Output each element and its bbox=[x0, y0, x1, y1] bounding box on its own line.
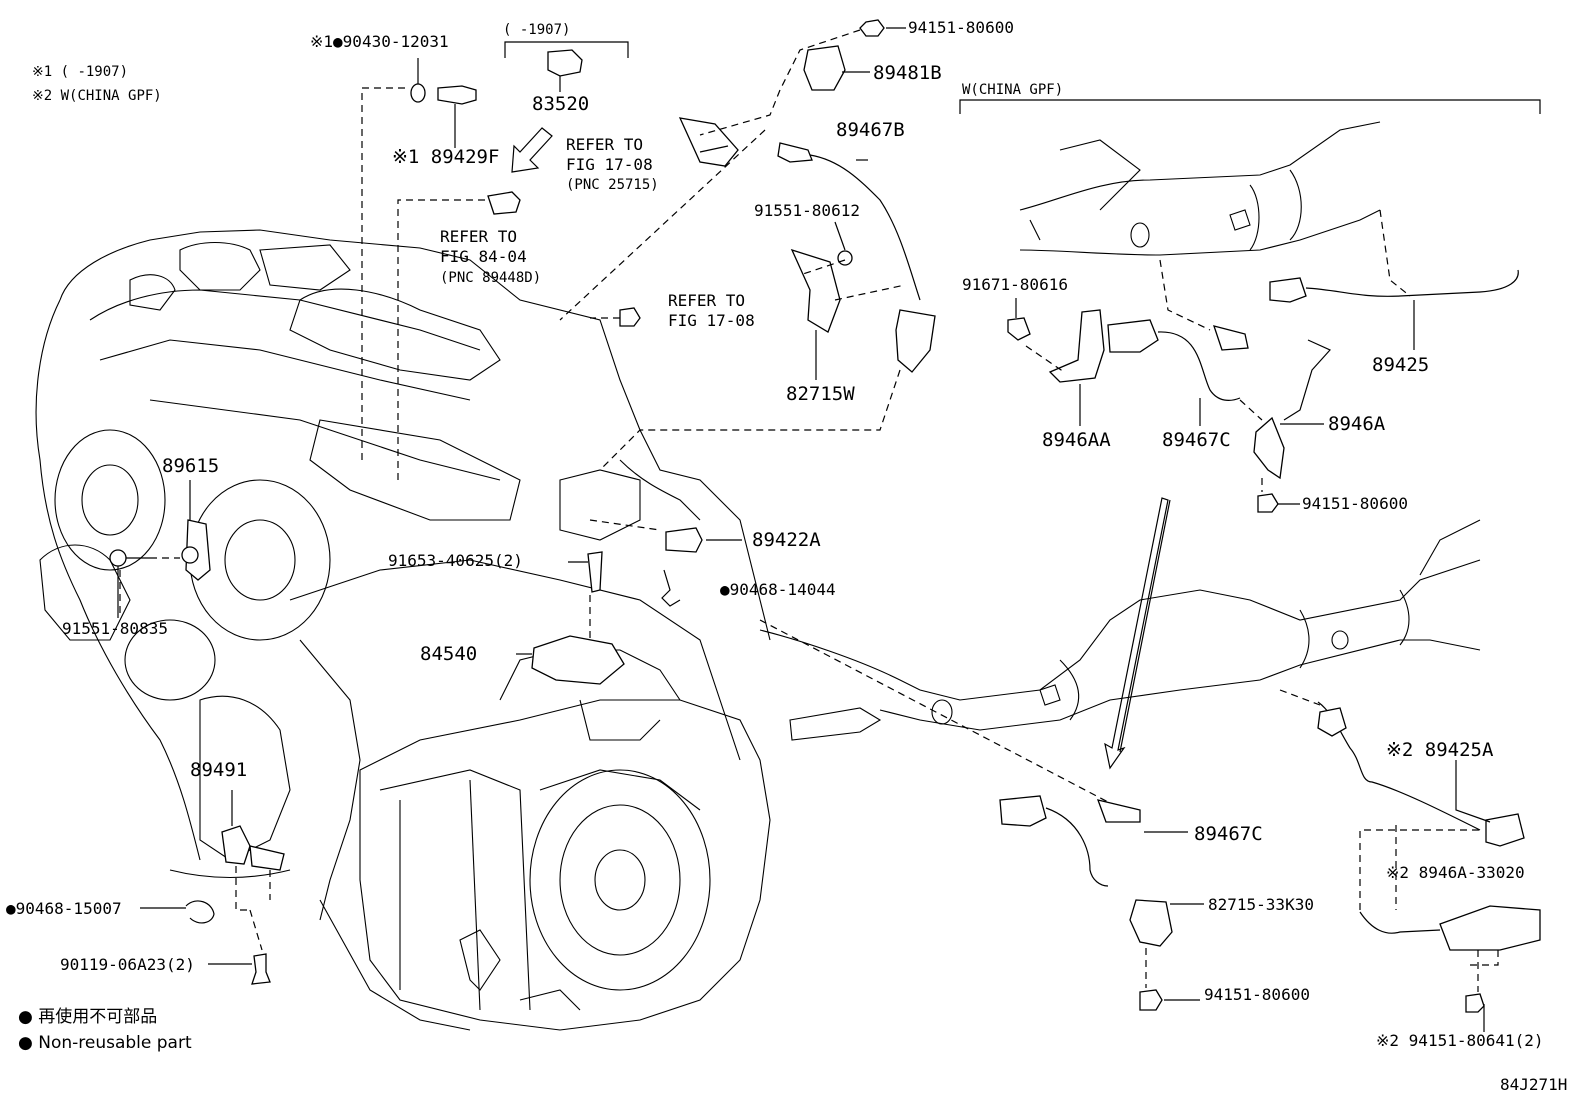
exhaust-pipe-lower bbox=[759, 519, 1481, 731]
legend-line-en: ● Non-reusable part bbox=[18, 1033, 192, 1053]
legend-line-jp: ● 再使用不可部品 bbox=[18, 1006, 157, 1027]
range-brackets bbox=[504, 41, 1541, 114]
sensor-89481B-icon bbox=[803, 45, 846, 91]
note-2: ※2 W(CHINA GPF) bbox=[32, 88, 162, 104]
bolt-91671-icon bbox=[1007, 317, 1031, 341]
label-8946AA[interactable]: 8946AA bbox=[1042, 429, 1111, 451]
sensor-89467C-upper-icon bbox=[1107, 319, 1159, 353]
label-82715-33K30[interactable]: 82715-33K30 bbox=[1208, 895, 1314, 914]
ref-fig-84-04-line1[interactable]: REFER TO bbox=[440, 227, 517, 246]
label-89467B[interactable]: 89467B bbox=[836, 119, 905, 141]
solid-leader-lines bbox=[117, 27, 1491, 1032]
label-89425[interactable]: 89425 bbox=[1372, 354, 1429, 376]
reference-labels: REFER TO FIG 17-08 (PNC 25715) REFER TO … bbox=[440, 135, 755, 330]
bolt-90119-icon bbox=[251, 953, 271, 985]
engine-transaxle-illustration bbox=[35, 229, 882, 1031]
direction-arrows bbox=[511, 127, 1171, 770]
bracket-33K30-icon bbox=[1129, 899, 1173, 947]
label-90468-14044[interactable]: ●90468-14044 bbox=[720, 580, 836, 599]
ref-fig-17-08-b-line2[interactable]: FIG 17-08 bbox=[668, 311, 755, 330]
ref-fig-84-04-line2[interactable]: FIG 84-04 bbox=[440, 247, 527, 266]
sensor-89429F-icon bbox=[437, 85, 477, 105]
clip-icon bbox=[661, 569, 681, 607]
bolt-80641-icon bbox=[1465, 993, 1485, 1013]
nut-icon bbox=[859, 19, 885, 37]
bolt-80835-icon bbox=[109, 549, 127, 567]
label-89467C-lower[interactable]: 89467C bbox=[1194, 823, 1263, 845]
sensor-89425-icon bbox=[1269, 277, 1307, 303]
switch-83520-icon bbox=[547, 49, 583, 77]
sensor-89425A-icon bbox=[1317, 707, 1347, 737]
label-94151-80600-mid[interactable]: 94151-80600 bbox=[1302, 494, 1408, 513]
label-94151-80600-bot[interactable]: 94151-80600 bbox=[1204, 985, 1310, 1004]
label-90468-15007[interactable]: ●90468-15007 bbox=[6, 899, 122, 918]
bracket-82715W-icon bbox=[790, 248, 841, 333]
bracket-33020-icon bbox=[1439, 905, 1541, 951]
ref-fig-17-08-line2[interactable]: FIG 17-08 bbox=[566, 155, 653, 174]
clip-15007-icon bbox=[185, 900, 215, 924]
label-90430-12031[interactable]: ※1●90430-12031 bbox=[310, 32, 449, 51]
label-91551-80835[interactable]: 91551-80835 bbox=[62, 619, 168, 638]
sensor-89467B-icon bbox=[777, 142, 813, 163]
label-83520[interactable]: 83520 bbox=[532, 93, 589, 115]
label-84540[interactable]: 84540 bbox=[420, 643, 477, 665]
label-94151-80641[interactable]: ※2 94151-80641(2) bbox=[1376, 1031, 1544, 1050]
nut-bot-icon bbox=[1139, 989, 1163, 1011]
arrow-down-left-icon bbox=[511, 127, 553, 173]
label-91653-40625[interactable]: 91653-40625(2) bbox=[388, 551, 523, 570]
ref-fig-17-08-line1[interactable]: REFER TO bbox=[566, 135, 643, 154]
sensor-89467C-lower-icon bbox=[999, 795, 1047, 827]
nut-mid-icon bbox=[1257, 493, 1279, 513]
china-gpf-label: W(CHINA GPF) bbox=[962, 82, 1063, 98]
bracket-8946AA-icon bbox=[1048, 309, 1105, 383]
switch-84540-icon bbox=[531, 635, 625, 685]
note-1: ※1 ( -1907) bbox=[32, 64, 128, 80]
bracket-8946A-icon bbox=[1253, 416, 1285, 480]
label-94151-80600-top[interactable]: 94151-80600 bbox=[908, 18, 1014, 37]
diagram-id: 84J271H bbox=[1500, 1075, 1567, 1094]
label-89422A[interactable]: 89422A bbox=[752, 529, 821, 551]
sensor-89422A-icon bbox=[665, 527, 703, 553]
label-91671-80616[interactable]: 91671-80616 bbox=[962, 275, 1068, 294]
ref-fig-17-08-b-line1[interactable]: REFER TO bbox=[668, 291, 745, 310]
ref-fig-17-08-line3: (PNC 25715) bbox=[566, 177, 659, 193]
label-89429F[interactable]: ※1 89429F bbox=[392, 146, 499, 168]
label-91551-80612[interactable]: 91551-80612 bbox=[754, 201, 860, 220]
label-89615[interactable]: 89615 bbox=[162, 455, 219, 477]
part-number-labels: ※1●90430-12031 ※1 89429F 83520 94151-806… bbox=[6, 18, 1544, 1050]
bolt-91653-icon bbox=[587, 551, 603, 593]
bracket-icon bbox=[678, 117, 739, 167]
label-90119-06A23[interactable]: 90119-06A23(2) bbox=[60, 955, 195, 974]
sensor-89491-icon bbox=[221, 825, 251, 865]
gasket-icon bbox=[410, 83, 426, 103]
label-89491[interactable]: 89491 bbox=[190, 759, 247, 781]
label-89467C-upper[interactable]: 89467C bbox=[1162, 429, 1231, 451]
sensor-ref-icon bbox=[487, 191, 521, 215]
part-icons bbox=[109, 19, 1541, 1013]
label-8946A-33020[interactable]: ※2 8946A-33020 bbox=[1386, 863, 1525, 882]
dashed-leader-lines bbox=[119, 29, 1499, 992]
arrow-down-long-icon bbox=[1119, 499, 1171, 753]
label-82715W[interactable]: 82715W bbox=[786, 383, 855, 405]
exhaust-pipe-upper bbox=[1019, 121, 1381, 256]
label-89425A[interactable]: ※2 89425A bbox=[1386, 739, 1494, 761]
label-8946A[interactable]: 8946A bbox=[1328, 413, 1386, 435]
bolt-icon bbox=[837, 250, 853, 266]
legend: ● 再使用不可部品 ● Non-reusable part bbox=[18, 1006, 192, 1053]
top-range-label: ( -1907) bbox=[503, 22, 570, 38]
ref-fig-84-04-line3: (PNC 89448D) bbox=[440, 270, 541, 286]
label-89481B[interactable]: 89481B bbox=[873, 62, 942, 84]
notes: ※1 ( -1907) ※2 W(CHINA GPF) ( -1907) W(C… bbox=[32, 22, 1063, 104]
